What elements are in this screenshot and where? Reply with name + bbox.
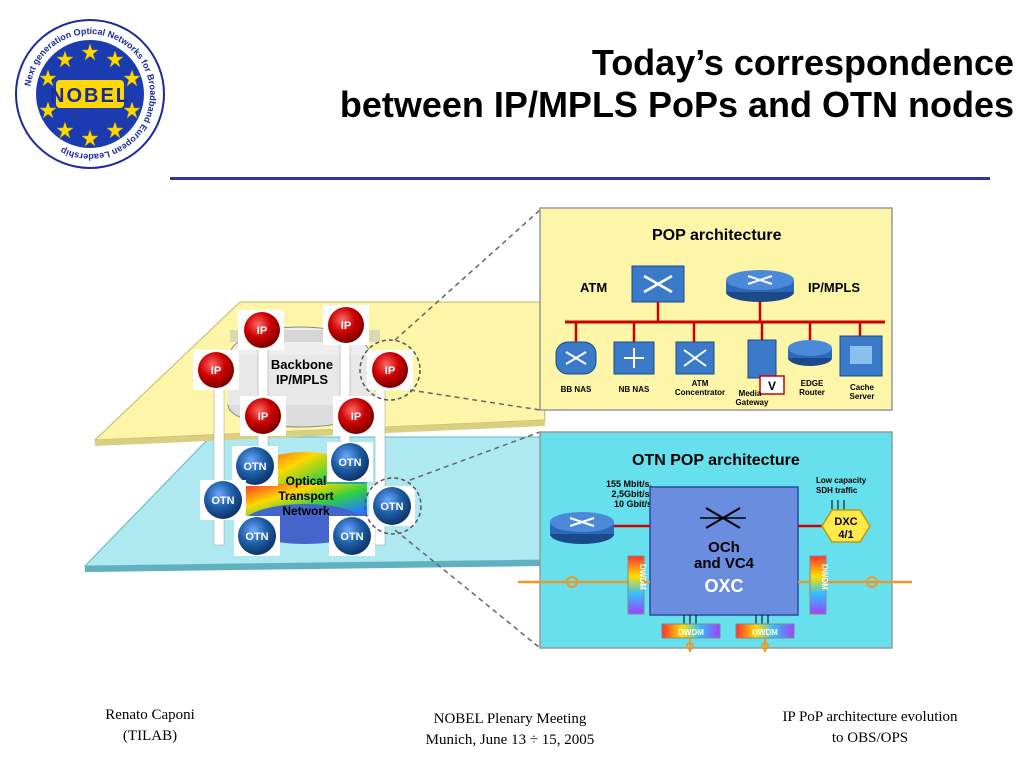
dwdm-left-icon — [627, 555, 645, 615]
svg-text:IP: IP — [211, 365, 221, 377]
otn-node[interactable]: OTN — [329, 516, 375, 556]
otn-node[interactable]: OTN — [200, 480, 246, 520]
och-label-1: OCh — [708, 539, 740, 556]
svg-text:V: V — [768, 379, 776, 393]
svg-text:IP: IP — [257, 325, 267, 337]
rates-label-2: 2,5Gbit/s, — [611, 489, 652, 499]
svg-text:OTN: OTN — [340, 531, 363, 543]
slide-title: Today’s correspondence between IP/MPLS P… — [134, 42, 1014, 126]
svg-text:OTN: OTN — [245, 531, 268, 543]
ip-node[interactable]: IP — [367, 350, 413, 390]
ip-node[interactable]: IP — [333, 396, 379, 436]
footer-author: Renato Caponi (TILAB) — [105, 707, 195, 744]
svg-text:IP: IP — [341, 320, 351, 332]
ip-node[interactable]: IP — [193, 350, 239, 390]
svg-text:IP: IP — [351, 411, 361, 423]
otn-node[interactable]: OTN — [327, 442, 373, 482]
atm-conc-label-2: Concentrator — [675, 388, 725, 397]
otn-node[interactable]: OTN — [369, 486, 415, 526]
oxc-box — [649, 486, 799, 616]
title-line-2: between IP/MPLS PoPs and OTN nodes — [339, 84, 1014, 125]
media-gateway-label-2: Gateway — [736, 398, 769, 407]
svg-text:DWDM: DWDM — [678, 628, 704, 637]
backbone-label-2: IP/MPLS — [276, 372, 328, 387]
otn-node[interactable]: OTN — [234, 516, 280, 556]
svg-text:OTN: OTN — [211, 495, 234, 507]
logo-center-text: NOBEL — [50, 85, 130, 107]
rates-label-3: 10 Gbit/s — [614, 499, 652, 509]
pop-ipmpls-label: IP/MPLS — [808, 280, 860, 295]
svg-text:DWDM: DWDM — [820, 564, 829, 590]
title-line-1: Today’s correspondence — [591, 42, 1014, 83]
dxc-icon — [821, 509, 871, 543]
edge-router-label-1: EDGE — [801, 379, 824, 388]
ip-node[interactable]: IP — [238, 310, 284, 350]
dwdm-right-icon — [809, 555, 827, 615]
otn-label-3: Network — [282, 504, 330, 518]
svg-text:DWDM: DWDM — [752, 628, 778, 637]
atm-conc-label-1: ATM — [692, 379, 709, 388]
title-divider — [170, 177, 990, 180]
dxc-label-1: DXC — [834, 516, 857, 528]
nobel-logo: Next generation Optical Networks for Bro… — [15, 19, 165, 169]
pop-architecture-panel — [539, 207, 893, 411]
cache-server-label-1: Cache — [850, 383, 875, 392]
cache-server-label-2: Server — [850, 392, 875, 401]
svg-text:OTN: OTN — [338, 457, 361, 469]
dxc-label-2: 4/1 — [838, 529, 853, 541]
svg-text:IP: IP — [385, 365, 395, 377]
ip-node[interactable]: IP — [323, 305, 369, 345]
ip-node[interactable]: IP — [240, 396, 286, 436]
otn-label-2: Transport — [278, 489, 333, 503]
svg-text:DWDM: DWDM — [638, 564, 647, 590]
edge-router-label-2: Router — [799, 388, 825, 397]
svg-text:OTN: OTN — [380, 501, 403, 513]
footer-topic: IP PoP architecture evolution to OBS/OPS — [782, 709, 958, 746]
otn-node[interactable]: OTN — [232, 446, 278, 486]
bb-nas-label: BB NAS — [561, 385, 592, 394]
svg-text:IP: IP — [258, 411, 268, 423]
och-label-2: and VC4 — [694, 555, 755, 572]
rates-label-1: 155 Mbit/s, — [606, 479, 652, 489]
otn-pop-title: OTN POP architecture — [632, 452, 800, 469]
pop-title: POP architecture — [652, 227, 782, 244]
footer-meeting: NOBEL Plenary Meeting Munich, June 13 ÷ … — [425, 711, 595, 748]
voice-badge — [759, 375, 785, 395]
otn-label-1: Optical — [286, 474, 327, 488]
pop-atm-label: ATM — [580, 280, 607, 295]
lowcap-label-1: Low capacity — [816, 476, 867, 485]
nb-nas-label: NB NAS — [619, 385, 650, 394]
oxc-label: OXC — [704, 576, 743, 596]
svg-text:OTN: OTN — [243, 461, 266, 473]
media-gateway-label-1: Media — [739, 389, 762, 398]
backbone-label-1: Backbone — [271, 357, 333, 372]
media-gateway-icon — [747, 339, 777, 379]
lowcap-label-2: SDH traffic — [816, 486, 858, 495]
